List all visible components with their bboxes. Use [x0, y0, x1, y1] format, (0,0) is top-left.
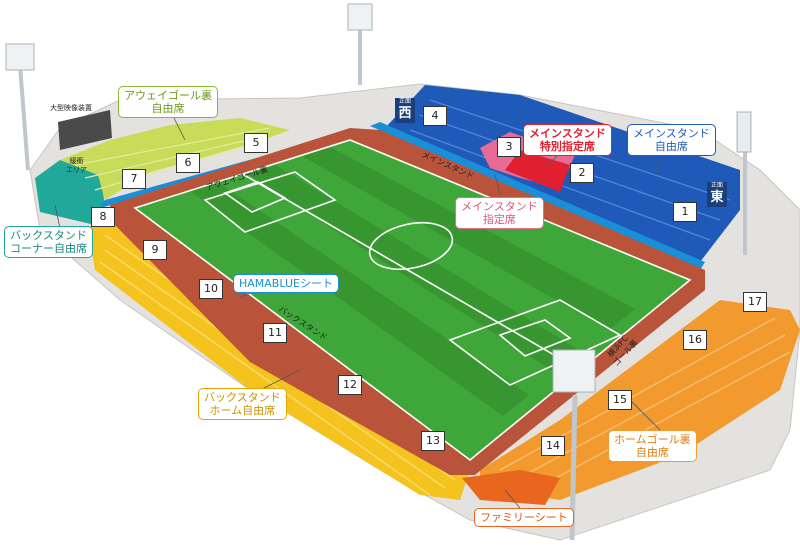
gate-11[interactable]: 11 — [263, 323, 287, 343]
callout-family-text: ファミリーシート — [480, 511, 568, 524]
main-fence — [370, 122, 705, 270]
gate-6[interactable]: 6 — [176, 153, 200, 173]
gate-7[interactable]: 7 — [122, 169, 146, 189]
callout-main-free: メインスタンド 自由席 — [627, 124, 716, 156]
gate-13[interactable]: 13 — [421, 431, 445, 451]
gate-1[interactable]: 1 — [673, 202, 697, 222]
family-seating[interactable] — [462, 470, 560, 505]
callout-home-goal: ホームゴール裏 自由席 — [608, 430, 697, 462]
callout-family: ファミリーシート — [474, 508, 574, 527]
gate-17[interactable]: 17 — [743, 292, 767, 312]
gate-10[interactable]: 10 — [199, 279, 223, 299]
callout-main-reserved-text: メインスタンド 指定席 — [461, 200, 538, 226]
gate-tag-east: 正面 東 — [707, 182, 727, 207]
floodlight-west — [5, 43, 35, 171]
callout-main-special-text: メインスタンド 特別指定席 — [529, 127, 606, 153]
gate-15[interactable]: 15 — [608, 390, 632, 410]
gate-16[interactable]: 16 — [683, 330, 707, 350]
label-buffer-area: 緩衝 エリア — [66, 157, 87, 174]
pitch — [135, 140, 690, 460]
gate-tag-west-small: 正面 — [398, 98, 411, 105]
gate-8[interactable]: 8 — [91, 207, 115, 227]
gate-9[interactable]: 9 — [143, 240, 167, 260]
callout-hamablue: HAMABLUEシート — [233, 274, 339, 293]
callout-back-corner: バックスタンド コーナー自由席 — [4, 226, 93, 258]
gate-4[interactable]: 4 — [423, 106, 447, 126]
callout-back-home: バックスタンド ホーム自由席 — [198, 388, 287, 420]
pitch-markings — [133, 139, 692, 462]
callout-main-free-text: メインスタンド 自由席 — [633, 127, 710, 153]
callout-away-goal-text: アウェイゴール裏 自由席 — [124, 89, 212, 115]
callout-hamablue-text: HAMABLUEシート — [239, 277, 333, 290]
callout-main-special: メインスタンド 特別指定席 — [523, 124, 612, 156]
gate-tag-east-label: 東 — [710, 190, 724, 205]
floodlight-north — [347, 3, 373, 85]
callout-home-goal-text: ホームゴール裏 自由席 — [614, 433, 691, 459]
gate-tag-east-small: 正面 — [710, 182, 723, 189]
gate-tag-west: 正面 西 — [395, 98, 415, 123]
main-special-seating[interactable] — [505, 150, 570, 192]
gate-tag-west-label: 西 — [398, 106, 412, 121]
callout-away-goal: アウェイゴール裏 自由席 — [118, 86, 218, 118]
gate-5[interactable]: 5 — [244, 133, 268, 153]
gate-14[interactable]: 14 — [541, 436, 565, 456]
callout-back-corner-text: バックスタンド コーナー自由席 — [10, 229, 87, 255]
label-big-screen: 大型映像装置 — [50, 104, 92, 112]
floodlight-east — [736, 111, 752, 255]
callout-main-reserved: メインスタンド 指定席 — [455, 197, 544, 229]
back-corner-seating[interactable] — [35, 160, 105, 225]
away-goal-seating[interactable] — [60, 118, 290, 200]
callout-back-home-text: バックスタンド ホーム自由席 — [204, 391, 281, 417]
gate-3[interactable]: 3 — [497, 137, 521, 157]
big-screen — [58, 110, 112, 150]
gate-12[interactable]: 12 — [338, 375, 362, 395]
gate-2[interactable]: 2 — [570, 163, 594, 183]
